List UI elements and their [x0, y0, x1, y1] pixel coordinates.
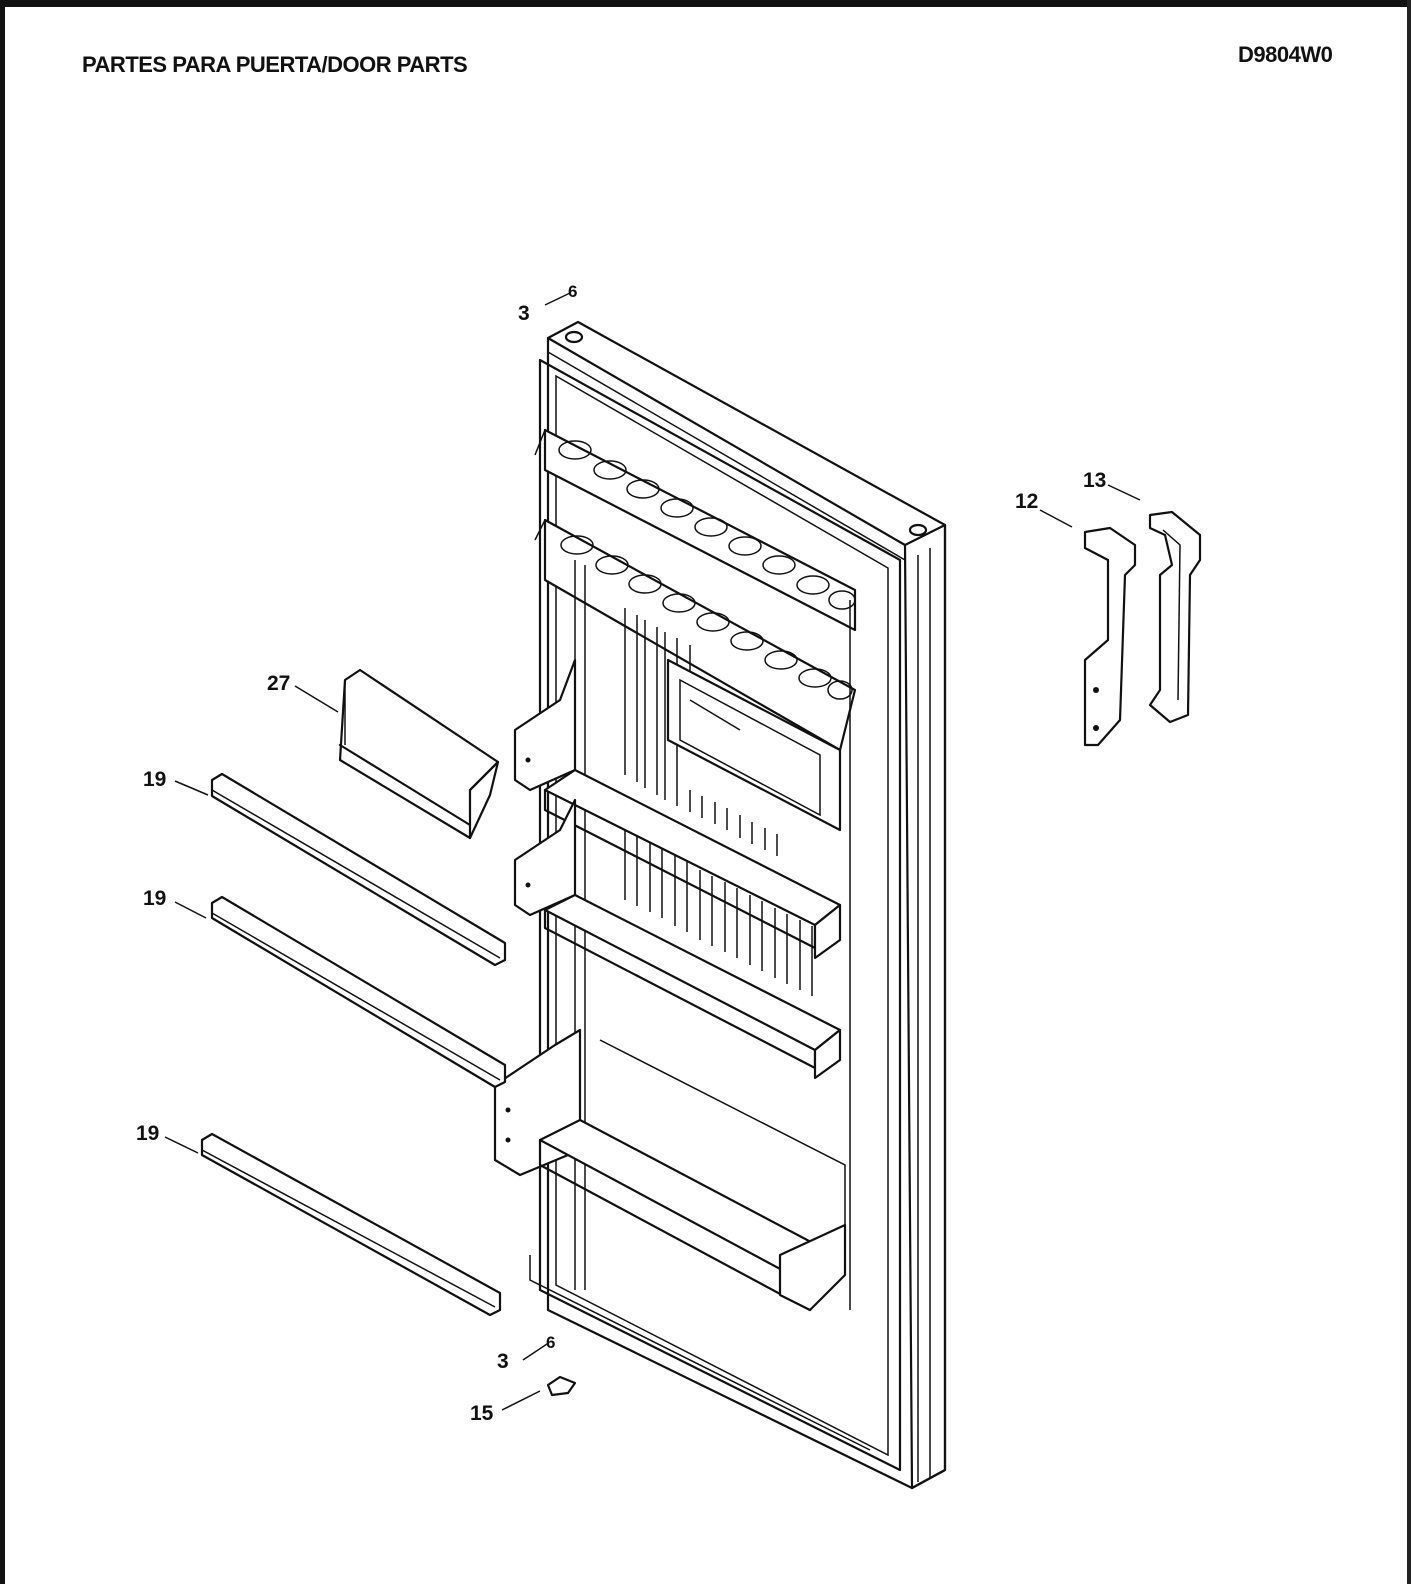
shelf-bar-part-19-a [210, 772, 507, 967]
door-assembly [493, 320, 947, 1490]
egg-rack [534, 428, 857, 752]
door-handle-part-13 [1148, 510, 1202, 724]
shelf-bar-part-19-c [200, 1132, 502, 1317]
door-stop-part-15 [546, 1375, 577, 1397]
door-shelf-middle [513, 798, 842, 1080]
top-hinge-hole-right [908, 523, 928, 537]
butter-compartment [666, 658, 842, 832]
callout-13: 13 [1083, 469, 1106, 492]
door-gasket [538, 358, 902, 1472]
callout-19-c: 19 [136, 1122, 159, 1145]
leader-19b [174, 901, 207, 919]
model-number: D9804W0 [1238, 42, 1333, 67]
leader-hinge-top [544, 292, 571, 306]
callout-hinge-top-sub: 6 [568, 282, 577, 301]
door-shelf-upper [513, 658, 842, 960]
leader-hinge-bottom [522, 1343, 548, 1361]
page-title: PARTES PARA PUERTA/DOOR PARTS [82, 52, 468, 77]
callout-15: 15 [470, 1402, 494, 1425]
callout-hinge-top: 3 [518, 302, 530, 325]
compartment-cover-part-27 [338, 668, 500, 840]
leader-15 [501, 1390, 541, 1411]
callout-19-b: 19 [143, 887, 166, 910]
door-bin-lower [493, 1028, 847, 1312]
leader-13 [1107, 484, 1141, 501]
callout-hinge-bottom: 3 [497, 1350, 509, 1373]
leader-27 [294, 685, 339, 713]
top-hinge-hole [564, 330, 584, 344]
hinge-bracket-part-12 [1083, 526, 1137, 747]
scan-border-right [1407, 0, 1411, 1584]
callout-27: 27 [267, 672, 290, 695]
scan-border-left [0, 0, 5, 1584]
callout-19-a: 19 [143, 768, 166, 791]
leader-19c [164, 1136, 199, 1154]
inner-liner-ribs [624, 608, 813, 996]
callout-12: 12 [1015, 490, 1038, 513]
scan-border-top [0, 0, 1411, 7]
leader-19a [174, 780, 209, 796]
leader-12 [1039, 509, 1073, 528]
shelf-bar-part-19-b [210, 895, 507, 1089]
callout-hinge-bottom-sub: 6 [546, 1333, 555, 1352]
door-side-edge [903, 523, 947, 1490]
